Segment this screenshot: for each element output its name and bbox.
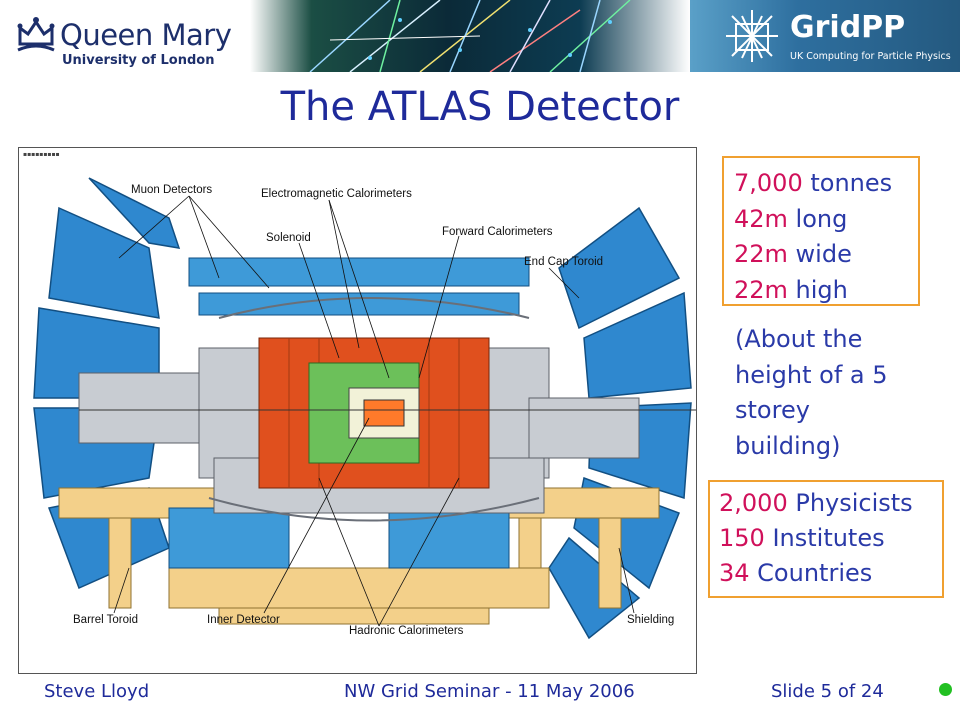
event-display-image (250, 0, 690, 72)
stat-weight: 7,000 tonnes (734, 169, 893, 197)
footer-author: Steve Lloyd (44, 681, 150, 702)
collab-physicists: 2,000 Physicists (719, 489, 913, 517)
label-inner-detector: Inner Detector (207, 614, 280, 626)
qm-crest-icon (17, 17, 55, 52)
slide-title: The ATLAS Detector (280, 84, 680, 130)
label-hadronic-calorimeters: Hadronic Calorimeters (349, 625, 464, 637)
label-muon-detectors: Muon Detectors (131, 184, 213, 196)
label-forward-calorimeters: Forward Calorimeters (442, 226, 553, 238)
gridpp-globe-icon (726, 10, 778, 62)
particle-tracks (309, 0, 631, 72)
footer-slide-number: Slide 5 of 24 (771, 681, 884, 702)
footer-event: NW Grid Seminar - 11 May 2006 (344, 681, 635, 702)
dimensions-box: 7,000 tonnes 42m long 22m wide 22m high (722, 156, 920, 306)
label-solenoid: Solenoid (266, 232, 311, 244)
collab-institutes: 150 Institutes (719, 524, 885, 552)
height-comparison-note: (About the height of a 5 storey building… (735, 325, 888, 460)
stat-width: 22m wide (734, 240, 852, 268)
qm-logo-name: Queen Mary (60, 18, 232, 52)
label-shielding: Shielding (627, 614, 675, 626)
stat-length: 42m long (734, 204, 848, 233)
gridpp-logo-sub: UK Computing for Particle Physics (790, 51, 951, 62)
qm-logo-sub: University of London (62, 53, 215, 68)
label-barrel-toroid: Barrel Toroid (73, 614, 138, 626)
label-end-cap-toroid: End Cap Toroid (524, 256, 604, 268)
gridpp-logo-name: GridPP (790, 10, 906, 45)
collaboration-box: 2,000 Physicists 150 Institutes 34 Count… (708, 480, 944, 598)
figure-reference-id: ▪▪▪▪▪▪▪▪▪ (23, 151, 60, 158)
collab-countries: 34 Countries (719, 559, 873, 587)
header-banner: Queen Mary University of London GridPP U… (0, 0, 960, 72)
stat-height: 22m high (734, 275, 848, 304)
status-dot-icon (939, 683, 952, 696)
atlas-detector-figure: ▪▪▪▪▪▪▪▪▪ (18, 147, 697, 674)
label-em-calorimeters: Electromagnetic Calorimeters (261, 188, 412, 200)
detector-drawing (33, 177, 696, 640)
